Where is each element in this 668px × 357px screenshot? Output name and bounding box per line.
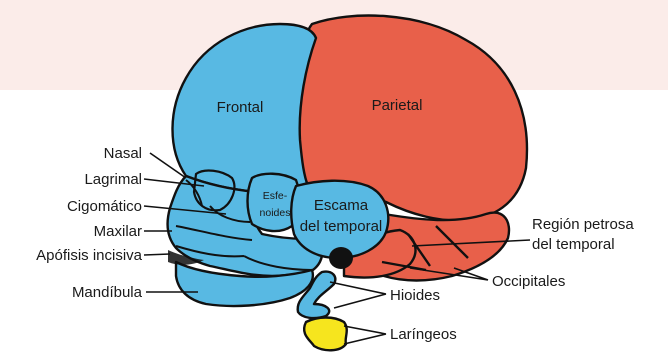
label-cigomatico: Cigomático — [67, 198, 142, 215]
escama-label-line1: Escama — [314, 197, 369, 214]
label-lagrimal: Lagrimal — [84, 171, 142, 188]
esfenoides-label-line1: Esfe- — [263, 190, 288, 202]
laryngeal-cartilages — [304, 318, 347, 351]
leader-hioides — [330, 282, 386, 308]
parietal-label: Parietal — [372, 97, 423, 114]
ear-canal — [329, 247, 353, 269]
label-region-line2: del temporal — [532, 236, 615, 253]
label-apofisis: Apófisis incisiva — [36, 247, 143, 264]
leader-apofisis — [144, 254, 170, 255]
label-laringeos: Laríngeos — [390, 326, 457, 343]
label-region-line1: Región petrosa — [532, 216, 634, 233]
label-nasal: Nasal — [104, 145, 142, 162]
label-occipitales: Occipitales — [492, 273, 565, 290]
esfenoides-label-line2: noides — [260, 207, 291, 219]
label-hioides: Hioides — [390, 287, 440, 304]
label-maxilar: Maxilar — [94, 223, 142, 240]
label-mandibula: Mandíbula — [72, 284, 143, 301]
escama-label-line2: del temporal — [300, 218, 383, 235]
frontal-label: Frontal — [217, 99, 264, 116]
leader-laringeos — [344, 326, 386, 344]
